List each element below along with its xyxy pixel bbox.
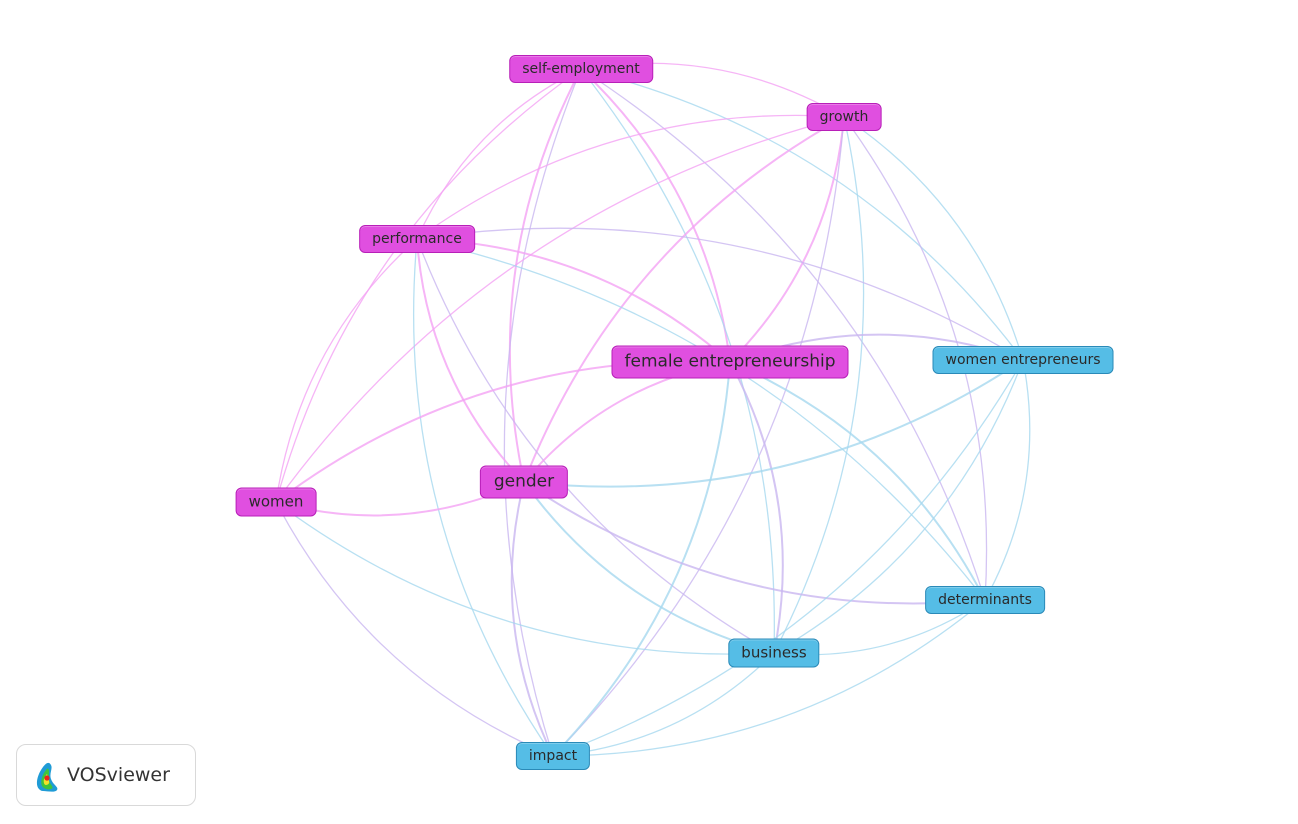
- link-self-employment-impact: [503, 68, 582, 757]
- node-gender[interactable]: gender: [479, 465, 569, 499]
- node-female-entrepreneurship[interactable]: female entrepreneurship: [611, 345, 849, 379]
- link-female-entrepreneurship-impact: [552, 361, 731, 757]
- link-performance-women: [275, 238, 418, 503]
- link-women-business: [275, 501, 775, 655]
- link-female-entrepreneurship-determinants: [729, 361, 986, 601]
- link-women-entrepreneurs-determinants: [984, 359, 1031, 601]
- link-self-employment-business: [580, 68, 776, 654]
- link-self-employment-female-entrepreneurship: [580, 68, 731, 363]
- link-women-entrepreneurs-impact: [552, 359, 1024, 757]
- link-business-impact: [552, 652, 775, 757]
- link-growth-women: [275, 116, 845, 503]
- vosviewer-logo-text: VOSviewer: [67, 764, 170, 786]
- node-performance[interactable]: performance: [359, 225, 475, 253]
- link-self-employment-women: [275, 68, 582, 503]
- node-determinants[interactable]: determinants: [925, 586, 1045, 614]
- node-growth[interactable]: growth: [806, 103, 882, 131]
- node-self-employment[interactable]: self-employment: [509, 55, 653, 83]
- link-women-entrepreneurs-business: [773, 359, 1024, 654]
- link-gender-impact: [510, 481, 554, 757]
- link-determinants-impact: [552, 599, 986, 757]
- link-growth-impact: [552, 116, 845, 757]
- node-women[interactable]: women: [235, 487, 317, 517]
- link-performance-gender: [416, 238, 525, 483]
- link-performance-business: [416, 238, 775, 654]
- link-self-employment-women-entrepreneurs: [580, 68, 1024, 361]
- link-self-employment-determinants: [580, 68, 986, 601]
- link-growth-determinants: [843, 116, 988, 601]
- link-performance-determinants: [416, 238, 986, 601]
- link-growth-gender: [523, 116, 845, 483]
- link-performance-female-entrepreneurship: [416, 238, 731, 363]
- link-gender-women-entrepreneurs: [523, 359, 1024, 488]
- link-women-impact: [275, 501, 554, 757]
- link-female-entrepreneurship-gender: [523, 361, 731, 483]
- link-self-employment-performance: [416, 68, 582, 240]
- link-gender-determinants: [523, 481, 986, 605]
- link-growth-female-entrepreneurship: [729, 116, 845, 363]
- vosviewer-logo-icon: [36, 762, 58, 792]
- link-growth-performance: [416, 114, 845, 240]
- node-business[interactable]: business: [728, 638, 820, 668]
- link-growth-women-entrepreneurs: [843, 116, 1024, 361]
- vosviewer-logo: VOSviewer: [16, 744, 196, 806]
- link-female-entrepreneurship-business: [729, 361, 784, 654]
- link-performance-women-entrepreneurs: [416, 227, 1024, 361]
- node-impact[interactable]: impact: [515, 742, 591, 770]
- link-self-employment-gender: [508, 68, 582, 483]
- node-women-entrepreneurs[interactable]: women entrepreneurs: [932, 346, 1114, 374]
- link-growth-business: [773, 116, 865, 654]
